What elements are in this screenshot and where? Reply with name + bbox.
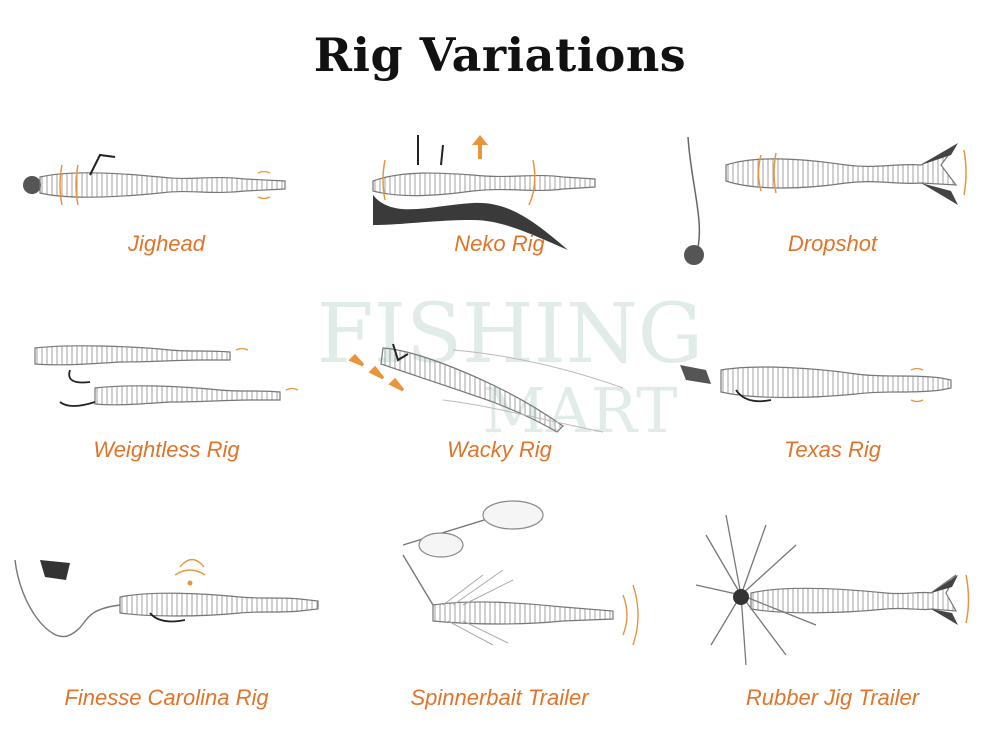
- rig-label-wacky: Wacky Rig: [447, 437, 552, 462]
- rig-cell-texas: Texas Rig: [666, 340, 999, 560]
- rig-cell-jighead: Jighead: [0, 125, 333, 345]
- rig-label-spinnerbait: Spinnerbait Trailer: [410, 685, 589, 710]
- finesse-carolina-rig-lure-icon: [14, 558, 319, 638]
- rig-label-jighead: Jighead: [127, 231, 206, 256]
- page-title: Rig Variations: [313, 28, 687, 82]
- rig-cell-weightless: Weightless Rig: [0, 340, 333, 560]
- rig-cell-wacky: Wacky Rig: [333, 340, 666, 560]
- texas-rig-lure-icon: [680, 365, 952, 403]
- rig-cell-spinnerbait: Spinnerbait Trailer: [333, 475, 666, 710]
- rig-label-neko: Neko Rig: [454, 231, 545, 256]
- rig-cell-neko: Neko Rig: [333, 125, 666, 345]
- wacky-rig-lure-icon: [348, 343, 624, 433]
- rig-label-weightless: Weightless Rig: [93, 437, 240, 462]
- rig-label-carolina: Finesse Carolina Rig: [64, 685, 269, 710]
- rig-label-dropshot: Dropshot: [787, 231, 878, 256]
- dropshot-lure-icon: [684, 136, 967, 265]
- rig-cell-rubber-jig: Rubber Jig Trailer: [666, 505, 999, 725]
- neko-rig-lure-icon: [372, 135, 596, 250]
- rig-cell-carolina: Finesse Carolina Rig: [0, 505, 333, 725]
- spinnerbait-trailer-lure-icon: [402, 500, 639, 646]
- rig-label-texas: Texas Rig: [783, 437, 881, 462]
- jighead-lure-icon: [23, 153, 286, 206]
- rubber-jig-trailer-lure-icon: [695, 514, 970, 666]
- weightless-rig-lure-icon: [34, 345, 299, 407]
- rig-cell-dropshot: Dropshot: [666, 125, 999, 345]
- rig-label-rubber-jig: Rubber Jig Trailer: [745, 685, 920, 710]
